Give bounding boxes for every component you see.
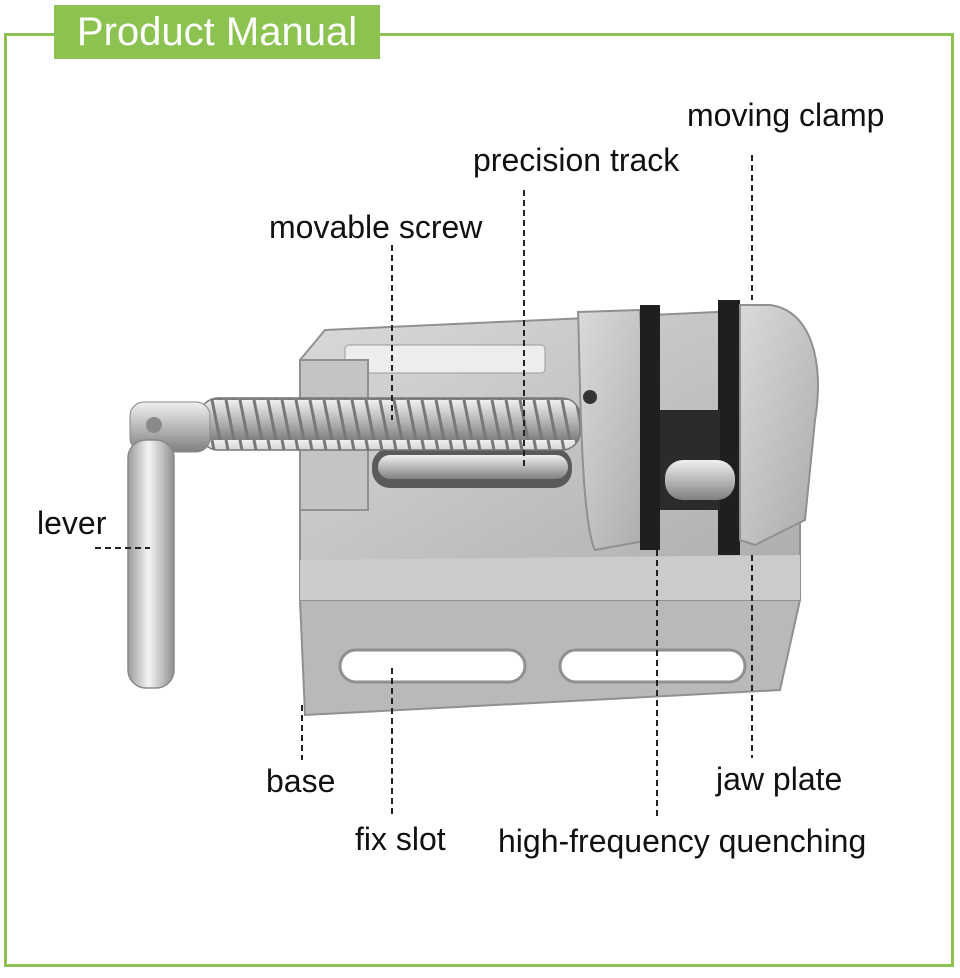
leader-lines xyxy=(95,155,753,820)
jaw-plates xyxy=(640,300,740,555)
label-jaw-plate: jaw plate xyxy=(716,761,843,797)
label-movable-screw: movable screw xyxy=(269,209,483,245)
fixed-clamp-head xyxy=(739,304,819,547)
fix-slots xyxy=(338,648,747,684)
frame-border xyxy=(4,33,954,967)
label-moving-clamp: moving clamp xyxy=(687,97,885,133)
label-precision-track: precision track xyxy=(473,142,680,178)
label-fix-slot: fix slot xyxy=(355,821,446,857)
precision-track-rods xyxy=(372,448,572,488)
moving-clamp-block xyxy=(576,308,652,552)
lever-handle xyxy=(127,401,211,689)
vise-base xyxy=(298,308,802,717)
page-title: Product Manual xyxy=(76,10,358,54)
title-banner: Product Manual xyxy=(54,5,380,59)
label-high-frequency-quenching: high-frequency quenching xyxy=(498,823,867,859)
label-lever: lever xyxy=(37,505,107,541)
label-base: base xyxy=(266,763,336,799)
